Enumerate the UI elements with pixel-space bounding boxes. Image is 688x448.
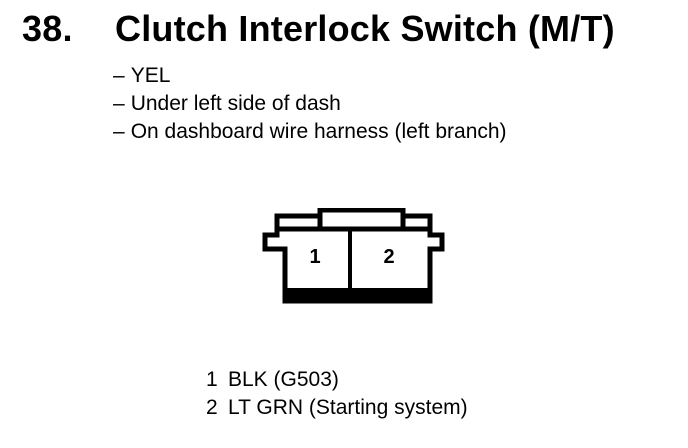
component-heading: 38. Clutch Interlock Switch (M/T) — [22, 8, 615, 50]
detail-color: –YEL — [113, 62, 507, 90]
pinout-row: 2 LT GRN (Starting system) — [206, 394, 468, 422]
detail-text: On dashboard wire harness (left branch) — [130, 120, 507, 143]
pin-number: 2 — [206, 396, 218, 419]
component-number: 38. — [22, 8, 73, 49]
connector-key-band — [285, 288, 430, 301]
connector-outline — [262, 208, 445, 304]
pin-wire: LT GRN (Starting system) — [228, 396, 468, 419]
cavity-label-2: 2 — [383, 246, 394, 268]
detail-location: –Under left side of dash — [113, 90, 507, 118]
detail-text: Under left side of dash — [130, 92, 341, 115]
detail-text: YEL — [130, 64, 171, 87]
cavity-label-1: 1 — [309, 246, 320, 268]
pinout-list: 1 BLK (G503) 2 LT GRN (Starting system) — [206, 366, 468, 422]
pin-number: 1 — [206, 368, 218, 391]
detail-dash: – — [113, 64, 125, 87]
detail-dash: – — [113, 92, 125, 115]
component-details: –YEL –Under left side of dash –On dashbo… — [113, 62, 507, 146]
pin-wire: BLK (G503) — [228, 368, 339, 391]
pinout-row: 1 BLK (G503) — [206, 366, 468, 394]
connector-diagram: 1 2 — [262, 208, 445, 304]
detail-harness: –On dashboard wire harness (left branch) — [113, 118, 507, 146]
component-title: Clutch Interlock Switch (M/T) — [115, 8, 615, 49]
detail-dash: – — [113, 120, 125, 143]
